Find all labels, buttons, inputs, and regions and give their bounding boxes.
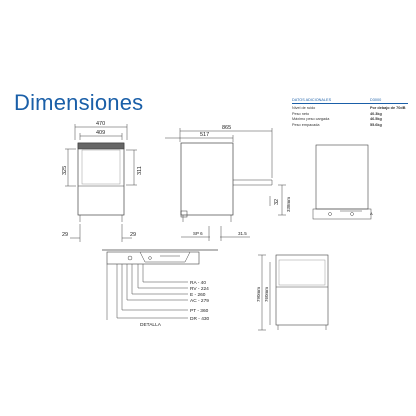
info-row: Máximo peso cargada 46.5kg (292, 117, 408, 123)
info-row-value: 40.3kg (370, 111, 382, 116)
info-table-header: DATOS ADICIONALES D3000 (292, 98, 408, 104)
detail-label: PT - 360 (190, 308, 209, 314)
side-height-pipe: 338mm (286, 197, 291, 212)
detail-label: DR - 430 (190, 316, 210, 322)
info-row-label: Nivel de ruido (292, 106, 316, 110)
detail-extra-label: A (370, 211, 373, 216)
info-row-label: Peso neto (292, 111, 310, 116)
bottom-right-height-outer: 790mm (256, 287, 261, 302)
info-row-value: Por debajo de 70dB (370, 106, 406, 110)
info-header-value: D3000 (370, 98, 382, 102)
detail-drawing (102, 249, 218, 320)
detail-label: E - 260 (190, 292, 206, 298)
side-view-drawing (165, 128, 286, 241)
info-row: Nivel de ruido Por debajo de 70dB (292, 106, 408, 112)
detail-label: RV - 224 (190, 286, 209, 292)
side-depth-body: 517 (200, 132, 209, 138)
front-bottom-right: 29 (130, 232, 136, 238)
front-width-outer: 470 (96, 121, 105, 127)
front-height-left: 325 (62, 166, 68, 175)
front-view-drawing (65, 124, 137, 242)
side-depth-total: 865 (222, 125, 231, 131)
info-header-label: DATOS ADICIONALES (292, 98, 332, 102)
page-title: Dimensiones (14, 90, 144, 115)
detail-label: AC - 279 (190, 298, 209, 304)
small-front-drawing (312, 144, 372, 220)
info-row: Peso neto 40.3kg (292, 112, 408, 118)
additional-data-table: DATOS ADICIONALES D3000 Nivel de ruido P… (292, 98, 408, 128)
front-bottom-left: 29 (62, 232, 68, 238)
side-bottom-left: SP 6 (193, 231, 203, 236)
info-row-label: Peso empacada (292, 122, 320, 127)
info-row-value: 46.5kg (370, 117, 382, 122)
bottom-right-height-inner: 760mm (264, 287, 269, 302)
info-row-label: Máximo peso cargada (292, 117, 330, 122)
bottom-right-drawing (258, 254, 329, 331)
side-bottom-right: 31.5 (238, 231, 247, 236)
front-height-right: 311 (137, 166, 143, 175)
detail-caption: DETALLA (140, 322, 162, 328)
front-width-inner: 409 (96, 130, 105, 136)
detail-label: RA - 40 (190, 280, 206, 286)
side-height-small: 32 (274, 199, 280, 205)
info-row-value: 55.6kg (370, 122, 382, 127)
info-row: Peso empacada 55.6kg (292, 123, 408, 129)
